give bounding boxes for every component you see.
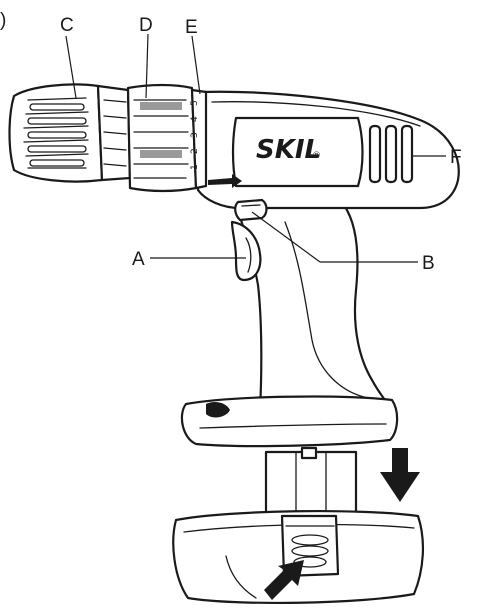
drill-housing: SKIL ® (196, 90, 460, 412)
callout-c: C (60, 15, 74, 36)
trigger-switch (230, 220, 262, 282)
remove-arrow (380, 448, 420, 502)
scale-mark-1: 1 (190, 164, 200, 170)
callout-e: E (185, 17, 198, 38)
callout-f: F (450, 147, 462, 168)
figure-marker: ) (0, 10, 6, 31)
callout-leaders (65, 33, 446, 263)
callout-a: A (132, 249, 145, 270)
keyless-chuck (8, 83, 132, 183)
battery-pack (172, 509, 425, 605)
brand-logo: SKIL (256, 135, 321, 165)
svg-text:®: ® (312, 151, 321, 161)
torque-scale: 5 4 3 2 1 (190, 88, 208, 190)
scale-mark-2: 2 (190, 148, 200, 154)
torque-collar (126, 83, 198, 193)
ventilation-slots (368, 124, 414, 184)
push-arrow (264, 560, 304, 600)
scale-mark-3: 3 (190, 132, 200, 138)
reverse-switch (234, 198, 268, 222)
callout-b: B (422, 253, 435, 274)
scale-mark-4: 4 (190, 116, 200, 122)
callout-d: D (139, 15, 153, 36)
scale-mark-5: 5 (190, 100, 200, 106)
drill-base (180, 395, 399, 448)
